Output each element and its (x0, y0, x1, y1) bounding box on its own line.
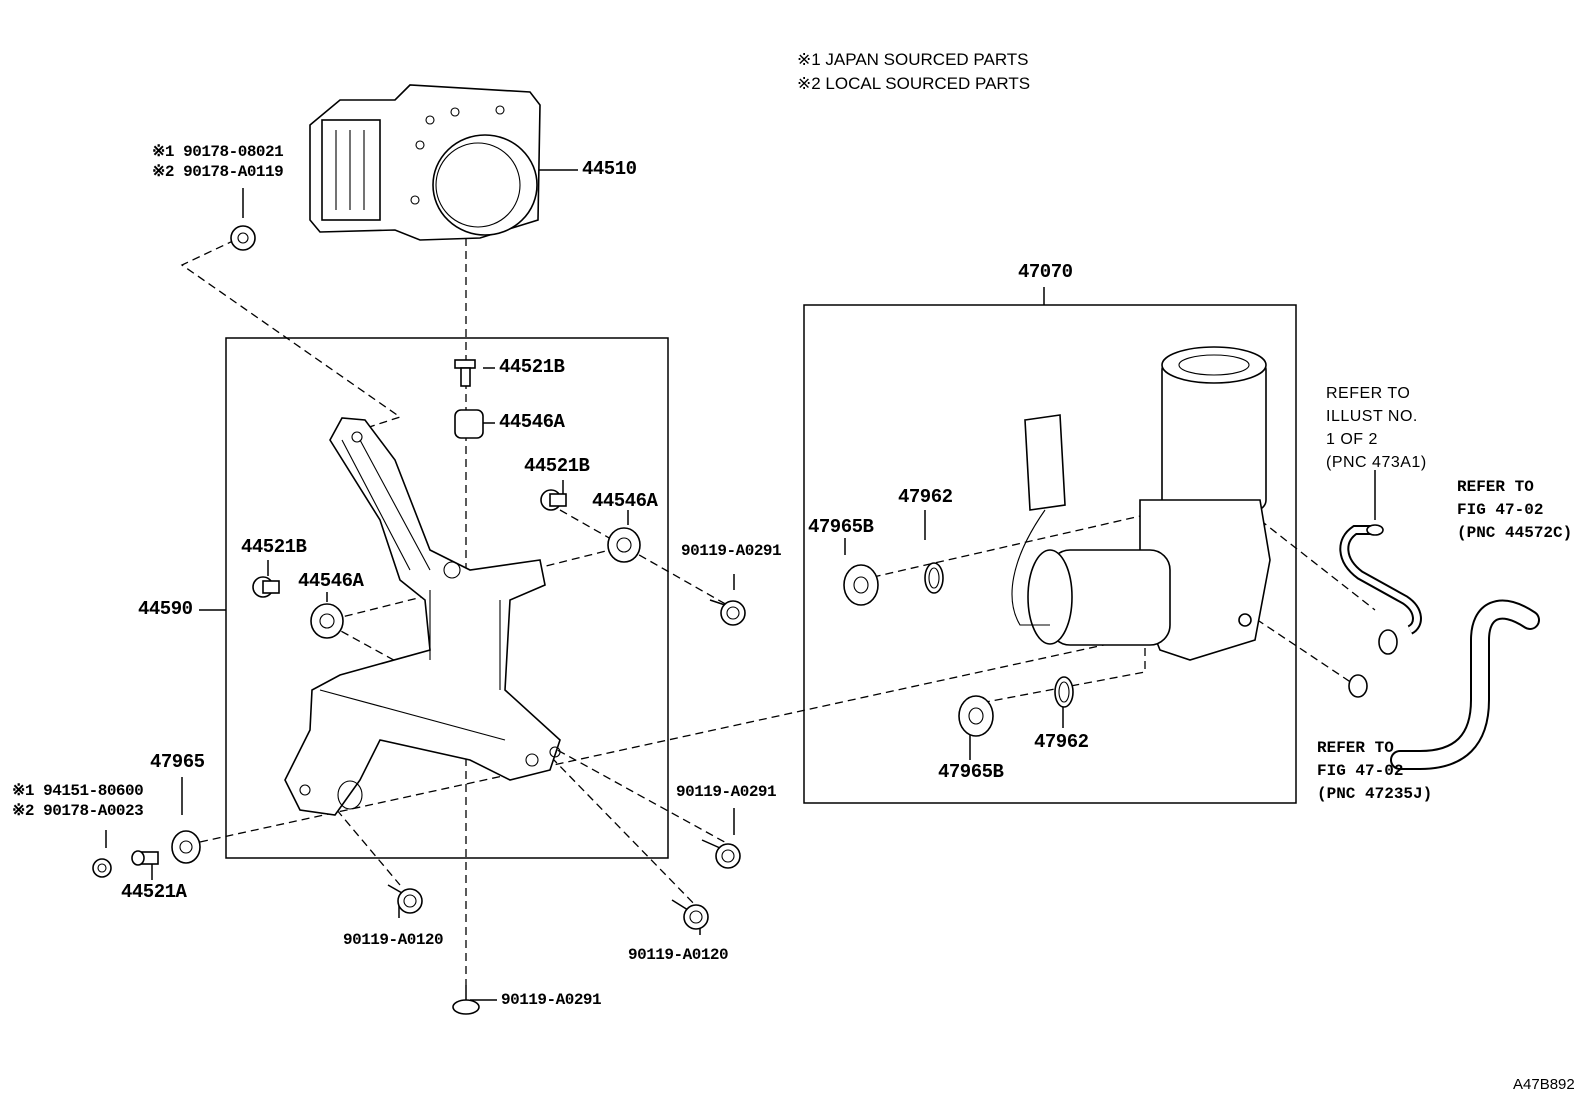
part-label-47070[interactable]: 47070 (1018, 261, 1073, 283)
reference-illust-473a1[interactable]: REFER TO ILLUST NO. 1 OF 2 (PNC 473A1) (1326, 385, 1427, 471)
abs-actuator-drawing (309, 84, 541, 241)
reference-fig-44572c[interactable]: REFER TO FIG 47-02 (PNC 44572C) (1457, 478, 1573, 542)
part-label-47965b-lower[interactable]: 47965B (938, 761, 1004, 783)
part-label-bolt-a0120-left[interactable]: 90119-A0120 (343, 931, 444, 949)
part-label-bolt-a0291-middle[interactable]: 90119-A0291 (676, 783, 777, 801)
part-label-44546a-top[interactable]: 44546A (499, 411, 565, 433)
note-japan-sourced: ※1 JAPAN SOURCED PARTS (797, 50, 1029, 69)
part-label-bolt-a0120-right[interactable]: 90119-A0120 (628, 946, 729, 964)
part-label-44510[interactable]: 44510 (582, 158, 637, 180)
part-label-47965[interactable]: 47965 (150, 751, 205, 773)
part-label-nut-local-top[interactable]: ※2 90178-A0119 (152, 163, 284, 181)
note-local-sourced: ※2 LOCAL SOURCED PARTS (797, 74, 1031, 93)
part-label-nut-local-bottom[interactable]: ※2 90178-A0023 (12, 802, 144, 820)
reference-fig-47235j[interactable]: REFER TO FIG 47-02 (PNC 47235J) (1317, 739, 1433, 803)
part-label-47962-upper[interactable]: 47962 (898, 486, 953, 508)
bracket-group-frame (225, 337, 669, 859)
fasteners-drawing (92, 225, 746, 1015)
part-label-bolt-a0291-bottom[interactable]: 90119-A0291 (501, 991, 602, 1009)
pump-motor-drawing (843, 346, 1271, 737)
pump-assembly-frame (803, 304, 1297, 804)
part-label-44521a[interactable]: 44521A (121, 881, 187, 903)
part-label-44590[interactable]: 44590 (138, 598, 193, 620)
part-label-bolt-a0291-upper[interactable]: 90119-A0291 (681, 542, 782, 560)
part-label-44546a-left[interactable]: 44546A (298, 570, 364, 592)
part-label-44521b-left[interactable]: 44521B (241, 536, 307, 558)
part-label-44521b-top[interactable]: 44521B (499, 356, 565, 378)
part-label-nut-japan-top[interactable]: ※1 90178-08021 (152, 143, 284, 161)
part-label-47965b-upper[interactable]: 47965B (808, 516, 874, 538)
part-label-47962-lower[interactable]: 47962 (1034, 731, 1089, 753)
bracket-drawing (284, 417, 561, 816)
part-label-44521b-right[interactable]: 44521B (524, 455, 590, 477)
part-label-44546a-right[interactable]: 44546A (592, 490, 658, 512)
part-label-nut-japan-bottom[interactable]: ※1 94151-80600 (12, 782, 144, 800)
illustration-code: A47B892 (1513, 1076, 1575, 1093)
hose-drawing (1339, 524, 1540, 770)
